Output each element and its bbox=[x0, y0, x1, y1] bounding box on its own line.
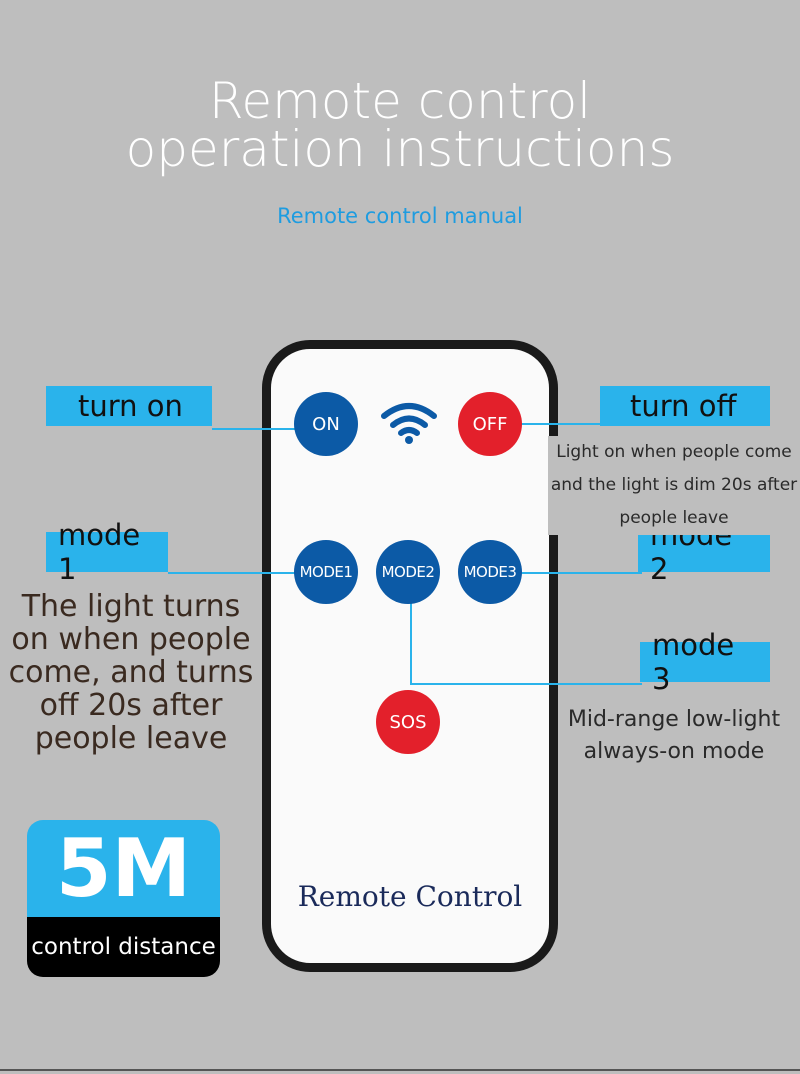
mode3-button[interactable]: MODE3 bbox=[458, 540, 522, 604]
mode2-connector bbox=[492, 572, 642, 574]
turn-on-connector bbox=[212, 428, 330, 430]
bottom-divider bbox=[0, 1069, 800, 1071]
page-subtitle: Remote control manual bbox=[277, 204, 523, 228]
mode1-connector bbox=[168, 572, 328, 574]
control-distance-badge: 5M control distance bbox=[27, 820, 220, 977]
wifi-signal-icon bbox=[378, 400, 440, 446]
mode2-button[interactable]: MODE2 bbox=[376, 540, 440, 604]
mode2-description: Light on when people come and the light … bbox=[548, 436, 800, 535]
mode3-connector-horizontal bbox=[410, 683, 642, 685]
mode1-tag: mode 1 bbox=[46, 518, 168, 586]
turn-off-connector bbox=[500, 423, 610, 425]
turn-on-tag: turn on bbox=[46, 386, 212, 426]
control-distance-label: control distance bbox=[27, 917, 220, 977]
remote-label: Remote Control bbox=[297, 880, 523, 913]
mode1-description: The light turns on when people come, and… bbox=[8, 589, 254, 756]
on-button[interactable]: ON bbox=[294, 392, 358, 456]
control-distance-value: 5M bbox=[27, 820, 220, 917]
page-title-line1: Remote control bbox=[208, 72, 592, 130]
mode3-connector-vertical bbox=[410, 600, 412, 684]
mode1-button[interactable]: MODE1 bbox=[294, 540, 358, 604]
off-button[interactable]: OFF bbox=[458, 392, 522, 456]
mode2-tag: mode 2 bbox=[638, 518, 770, 586]
sos-button[interactable]: SOS bbox=[376, 690, 440, 754]
turn-off-tag: turn off bbox=[600, 386, 770, 426]
page-title-line2: operation instructions bbox=[125, 120, 675, 178]
mode3-description: Mid-range low-light always-on mode bbox=[567, 707, 781, 764]
mode3-tag: mode 3 bbox=[640, 628, 770, 696]
